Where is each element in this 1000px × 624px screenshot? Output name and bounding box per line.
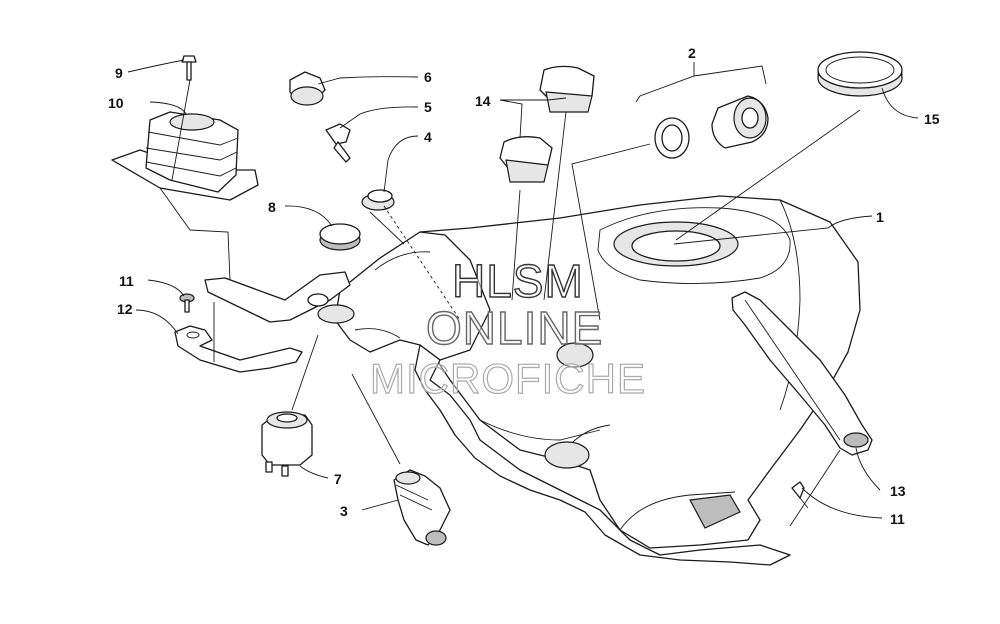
watermark-line-3: MICROFICHE: [370, 355, 646, 402]
upper-bracket: [204, 271, 351, 323]
callout-4: 4: [424, 129, 432, 145]
rubber-boot: [111, 111, 259, 201]
ignition-key: [325, 123, 351, 163]
lower-bracket: [174, 325, 303, 373]
watermark-line-1: HLSM: [452, 255, 584, 307]
fuel-cap-assembly: [654, 95, 769, 159]
callout-labels: 1 2 3 4 5 6 7 8 9 10 11 11 12 13 14 15: [108, 45, 940, 527]
tank-front-cover: [317, 231, 791, 566]
screw-lower: [791, 481, 809, 509]
watermark: HLSM ONLINE MICROFICHE: [369, 254, 646, 402]
fuel-tank: [409, 195, 861, 549]
callout-8: 8: [268, 199, 276, 215]
bolt: [181, 55, 197, 81]
callout-6: 6: [424, 69, 432, 85]
ignition-switch: [261, 411, 313, 477]
tank-strap: [731, 291, 873, 456]
callout-11-lower: 11: [890, 511, 905, 527]
callout-14: 14: [475, 93, 491, 109]
callout-5: 5: [424, 99, 432, 115]
sensor: [393, 469, 451, 546]
leader-lines: [127, 59, 919, 527]
callout-2: 2: [688, 45, 696, 61]
callout-3: 3: [340, 503, 348, 519]
callout-13: 13: [890, 483, 906, 499]
filler-ring: [817, 51, 903, 97]
callout-1: 1: [876, 209, 884, 225]
screw-upper: [179, 293, 195, 313]
ignition-cover: [289, 71, 326, 106]
watermark-line-2: ONLINE: [426, 302, 603, 354]
callout-15: 15: [924, 111, 940, 127]
knurled-nut: [319, 223, 361, 251]
callout-7: 7: [334, 471, 342, 487]
callout-12: 12: [117, 301, 133, 317]
callout-9: 9: [115, 65, 123, 81]
grommet: [361, 189, 395, 211]
rubber-plugs: [499, 65, 595, 183]
callout-10: 10: [108, 95, 124, 111]
callout-11-upper: 11: [119, 273, 134, 289]
